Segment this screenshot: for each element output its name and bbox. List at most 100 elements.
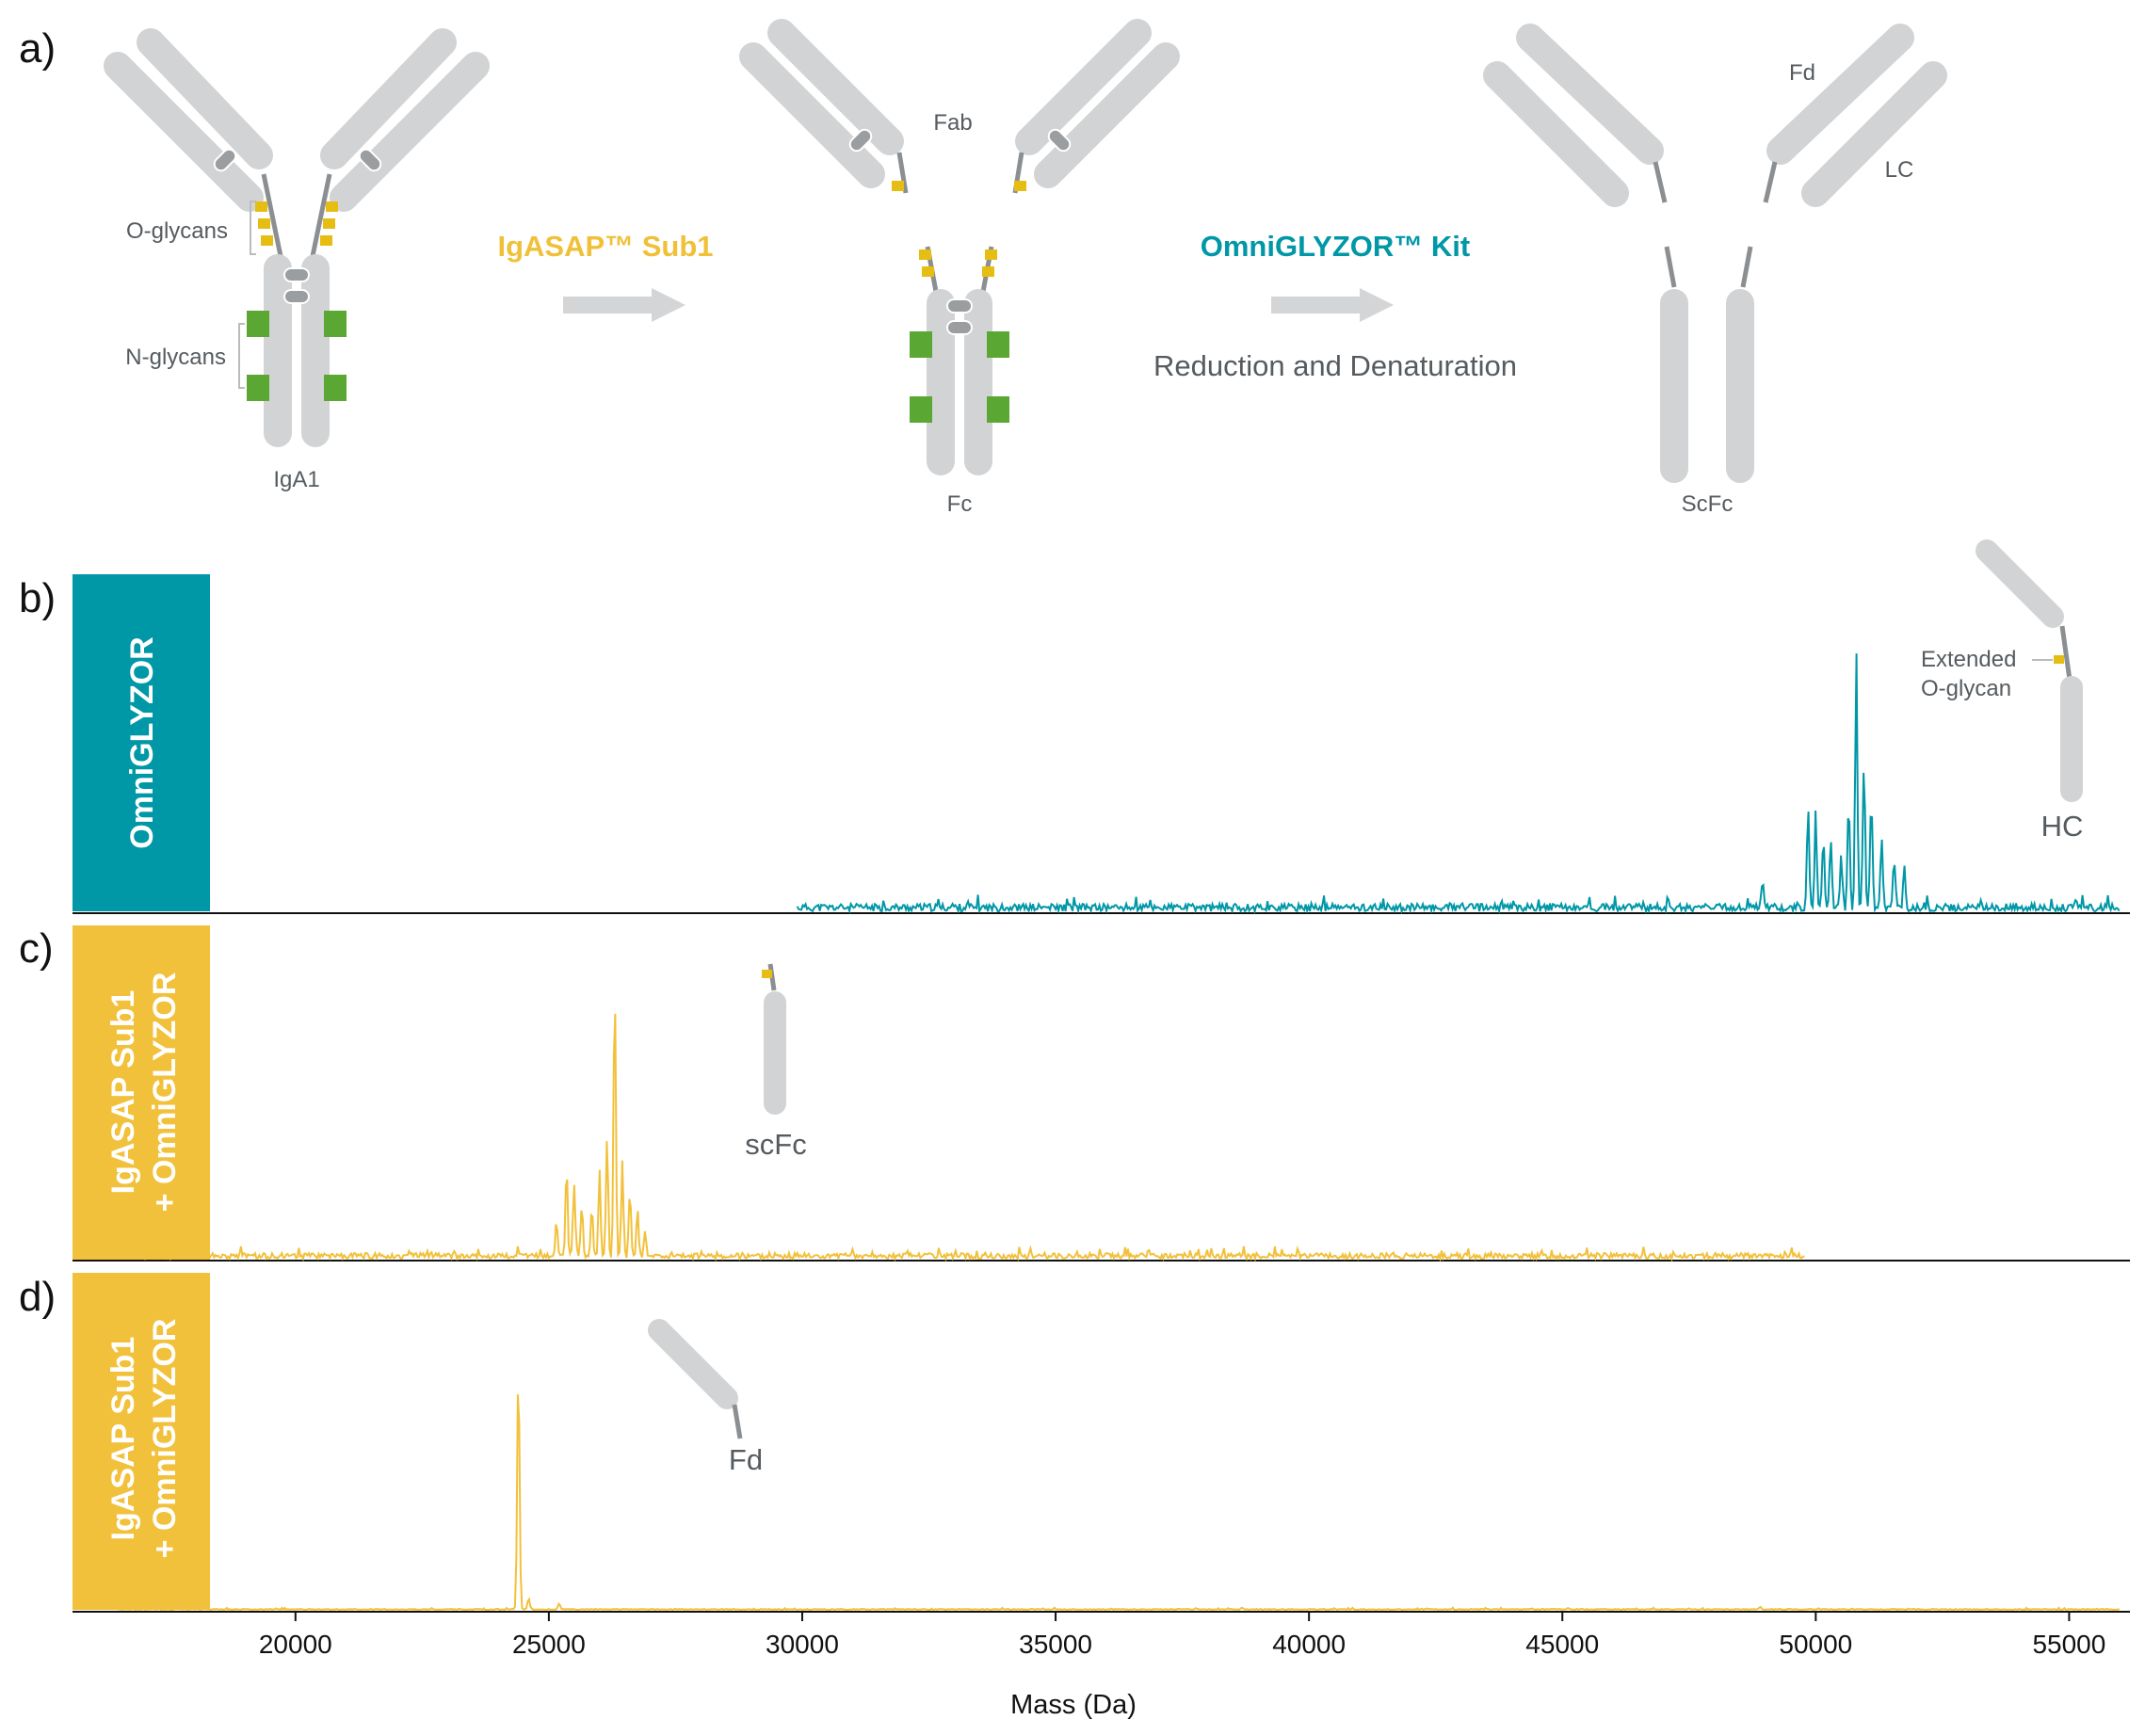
panel-c: c) IgASAP Sub1 + OmniGLYZOR scFc	[19, 925, 2130, 1262]
n-glycan	[324, 375, 347, 401]
hc-hinge	[2059, 625, 2072, 681]
n-glycan	[247, 375, 269, 401]
iga1-right-arm-disulfide	[358, 148, 382, 172]
panel-c-side-line2: + OmniGLYZOR	[147, 972, 183, 1213]
iga1-diagram: O-glycans N-glycans IgA1	[104, 28, 490, 492]
panel-c-side-bar	[73, 925, 210, 1260]
fab-right-fd	[1015, 19, 1152, 155]
iga1-right-fd	[320, 28, 457, 169]
o-glycans-bracket	[250, 201, 256, 255]
x-tick-label: 55000	[2032, 1630, 2105, 1659]
step2-arrow-head	[1360, 288, 1394, 322]
n-glycan	[987, 331, 1009, 358]
n-glycans-label: N-glycans	[125, 345, 226, 370]
iga1-right-light-chain	[330, 52, 490, 212]
fab-left-disulfide	[848, 128, 873, 153]
o-glycan	[326, 201, 338, 212]
fab-fc-diagram: Fab Fc	[739, 19, 1180, 517]
iga1-fc-disulfide	[283, 267, 310, 282]
reduced-left-light-chain	[1483, 61, 1629, 207]
hc-annotation: Extended O-glycan HC	[1921, 539, 2084, 843]
fab-label: Fab	[933, 110, 972, 136]
panel-d-side-line1: IgASAP Sub1	[105, 1337, 141, 1541]
reduced-right-hinge-upper	[1763, 161, 1778, 203]
fc-disulfide	[946, 320, 973, 335]
panel-a: a)	[19, 19, 1947, 517]
panel-a-letter: a)	[19, 25, 56, 72]
panel-d-side-line2: + OmniGLYZOR	[147, 1319, 183, 1559]
panel-b-spectrum	[796, 653, 2121, 915]
fd-annot-hinge	[732, 1404, 743, 1439]
fab-left-fd	[767, 19, 904, 155]
step1-arrow-head	[652, 288, 685, 322]
panel-b-letter: b)	[19, 575, 56, 621]
panel-c-side-text: IgASAP Sub1 + OmniGLYZOR	[105, 972, 183, 1213]
panel-c-letter: c)	[19, 925, 54, 972]
o-glycan	[320, 235, 332, 246]
x-axis-label: Mass (Da)	[1010, 1690, 1137, 1720]
scfc-label: ScFc	[1682, 491, 1734, 517]
x-tick-label: 35000	[1019, 1630, 1092, 1659]
n-glycans-bracket	[238, 323, 245, 389]
o-glycan	[922, 266, 934, 277]
fc-disulfide	[946, 298, 973, 313]
reduced-right-light-chain	[1801, 61, 1947, 207]
n-glycan	[910, 331, 932, 358]
step1-arrow-shaft	[563, 297, 653, 313]
panel-b: b) OmniGLYZOR Extended O-glycan HC	[19, 539, 2130, 915]
fd-annot-arm	[648, 1319, 738, 1409]
o-glycan	[985, 249, 997, 260]
fab-right-disulfide	[1047, 128, 1072, 153]
panel-b-side-label: OmniGLYZOR	[124, 636, 160, 848]
fd-label: Fd	[1789, 60, 1815, 86]
o-glycan	[919, 249, 931, 260]
fab-right-light-chain	[1034, 42, 1180, 188]
o-glycan	[261, 235, 273, 246]
x-tick-label: 20000	[259, 1630, 332, 1659]
n-glycan	[987, 396, 1009, 423]
hc-label: HC	[2041, 810, 2084, 843]
step2-label: OmniGLYZOR™ Kit	[1201, 230, 1470, 263]
fc-label: Fc	[947, 491, 973, 517]
o-glycan	[323, 218, 335, 229]
lc-label: LC	[1885, 157, 1914, 183]
o-glycans-label: O-glycans	[126, 218, 228, 244]
extended-label-line1: Extended	[1921, 647, 2016, 672]
reduced-chains-diagram: Fd LC ScFc	[1483, 24, 1947, 517]
o-glycan	[1014, 181, 1026, 191]
iga1-left-hinge	[261, 173, 283, 257]
scfc-annot-o-glycan	[762, 970, 772, 978]
n-glycan	[247, 311, 269, 337]
extended-o-glycan-mark	[2054, 655, 2064, 664]
iga1-left-fd	[137, 28, 273, 169]
o-glycan	[255, 201, 267, 212]
step2-arrow	[1271, 288, 1394, 322]
reduced-right-fd	[1766, 24, 1914, 165]
step1-label: IgASAP™ Sub1	[497, 230, 713, 263]
o-glycan	[892, 181, 904, 191]
panel-d-side-bar	[73, 1273, 210, 1610]
reduced-left-fd	[1516, 24, 1664, 165]
hc-fd-arm	[1976, 539, 2064, 628]
extended-label-line2: O-glycan	[1921, 676, 2011, 701]
x-tick-label: 50000	[1779, 1630, 1852, 1659]
reduced-left-hinge-upper	[1653, 161, 1668, 203]
step1-arrow	[563, 288, 685, 322]
scfc-annotation: scFc	[745, 963, 807, 1161]
o-glycan	[258, 218, 270, 229]
x-tick-label: 30000	[766, 1630, 839, 1659]
n-glycan	[324, 311, 347, 337]
iga1-left-arm-disulfide	[213, 148, 237, 172]
panel-b-side-bar	[73, 574, 210, 911]
panel-d-letter: d)	[19, 1274, 56, 1320]
fab-left-light-chain	[739, 42, 885, 188]
fd-annot-label: Fd	[729, 1443, 763, 1476]
iga1-label: IgA1	[273, 467, 319, 492]
iga1-left-light-chain	[104, 52, 264, 212]
scfc-annot-label: scFc	[745, 1128, 806, 1161]
x-tick-label: 45000	[1525, 1630, 1599, 1659]
n-glycan	[910, 396, 932, 423]
